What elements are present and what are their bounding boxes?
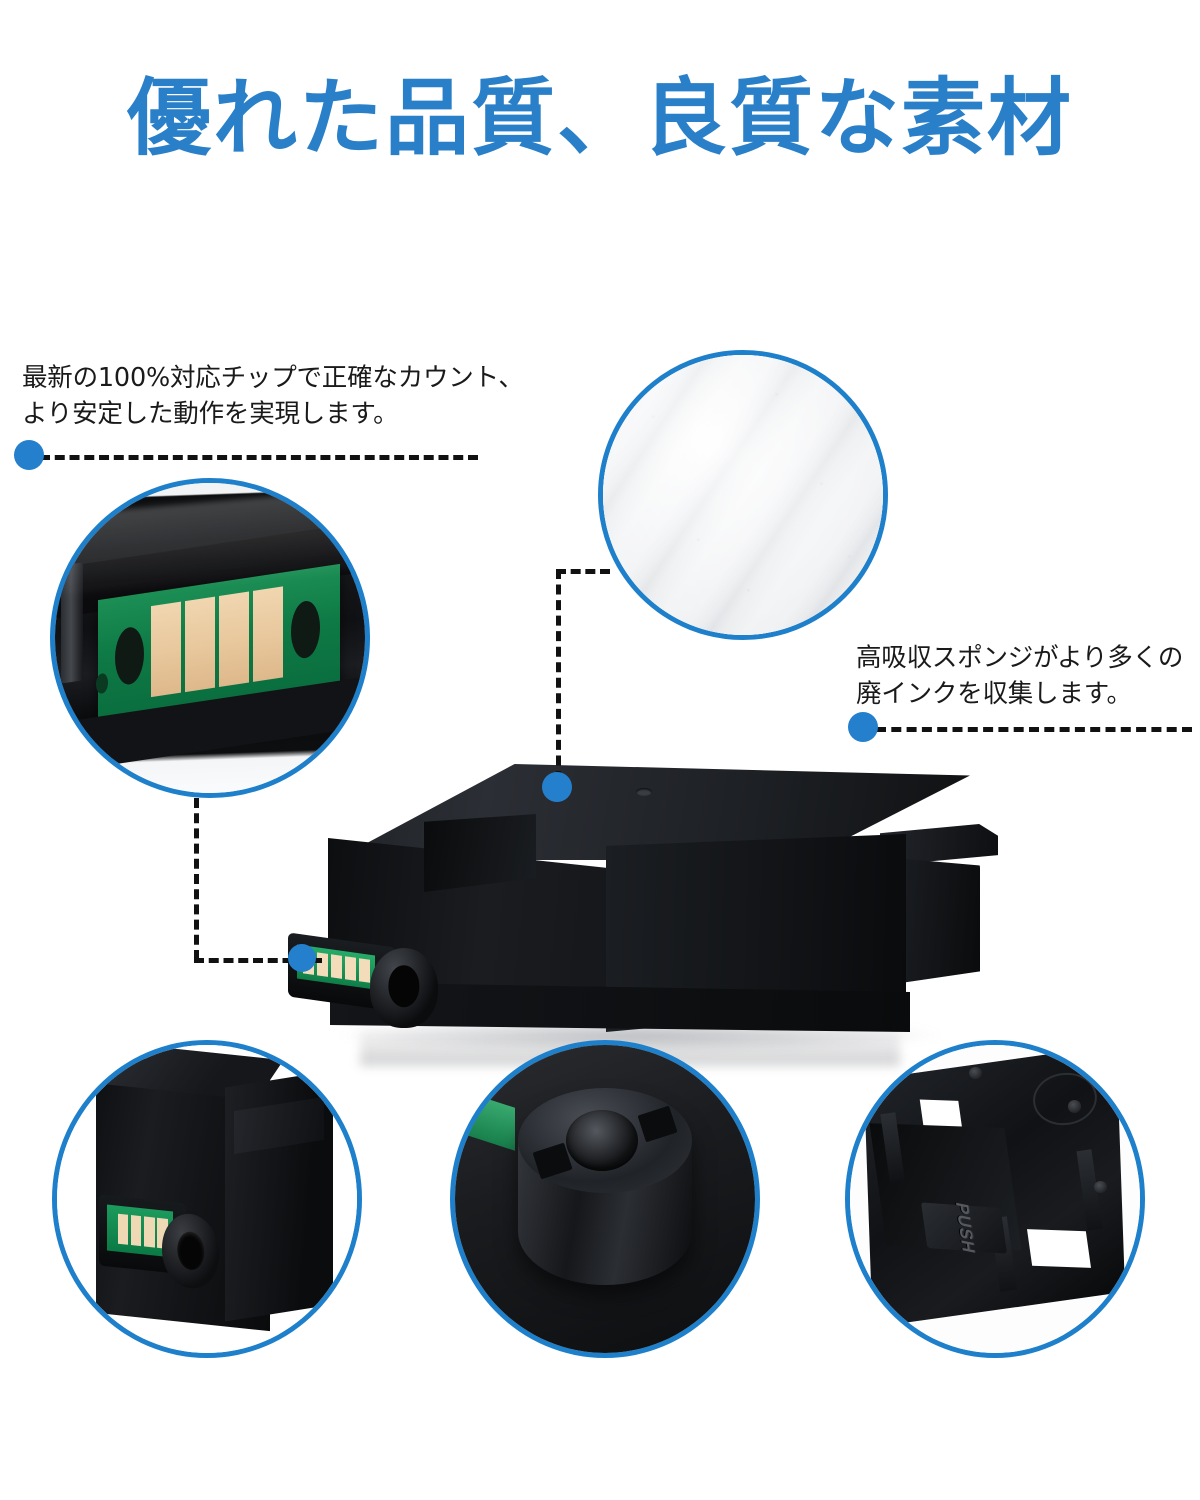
product-chip-pad-3 [331,954,343,979]
product-chip-pad-2 [317,952,329,977]
sponge-callout-dot [848,712,878,742]
chip-solder-pad-left [115,625,145,687]
port-macro-center-hole [566,1109,638,1172]
chip-macro-photo [50,478,370,798]
chip-callout-text: 最新の100%対応チップで正確なカウント、より安定した動作を実現します。 [22,363,524,430]
product-step-notch [424,814,536,892]
corner-view-photo [52,1040,362,1358]
sponge-connector-horizontal [556,569,610,574]
chip-callout-dot [14,440,44,470]
maintenance-box-product [270,750,1030,1080]
product-chip-pad-4 [345,956,357,981]
chip-pcb-notch [95,673,109,695]
sponge-macro-photo [598,350,888,640]
chip-contact-pad-1 [151,601,182,698]
page-title: 優れた品質、良質な素材 [126,69,1073,167]
chip-solder-pad-right [291,599,321,661]
corner-view-chip-pad-2 [130,1215,141,1247]
ink-port-macro-photo [450,1040,760,1358]
underside-screw-boss-mid [1067,1100,1081,1113]
underside-view-photo: PUSH [845,1040,1145,1358]
sponge-shading [603,355,883,635]
sponge-callout-text: 高吸収スポンジがより多くの廃インクを収集します。 [856,643,1184,710]
chip-connector-horizontal [194,958,322,963]
underside-screw-boss-top [968,1066,982,1079]
underside-screw-boss-right [1093,1180,1107,1193]
chip-hotspot-dot [288,944,316,972]
chip-callout-dash-underline [40,455,478,460]
product-vent-hole [636,788,652,796]
corner-view-ink-port-hole [176,1230,205,1272]
chip-contact-pad-3 [219,591,250,688]
product-chip-pad-5 [359,958,371,983]
corner-view-chip-pad-3 [143,1216,154,1248]
corner-view-chip-pad-1 [117,1214,128,1245]
underside-cutout-2 [1026,1228,1091,1268]
chip-contact-pad-2 [185,596,216,693]
product-bracket-leg [894,858,980,984]
sponge-callout-dash-underline [876,727,1192,732]
sponge-hotspot-dot [542,772,572,802]
sponge-connector-vertical [556,569,561,781]
product-ink-port-hole [388,965,420,1008]
chip-connector-vertical [194,798,199,960]
chip-contact-pad-4 [253,586,284,683]
underside-push-tab: PUSH [921,1200,1008,1256]
product-ink-port [370,948,438,1028]
underside-push-label: PUSH [951,1200,979,1256]
